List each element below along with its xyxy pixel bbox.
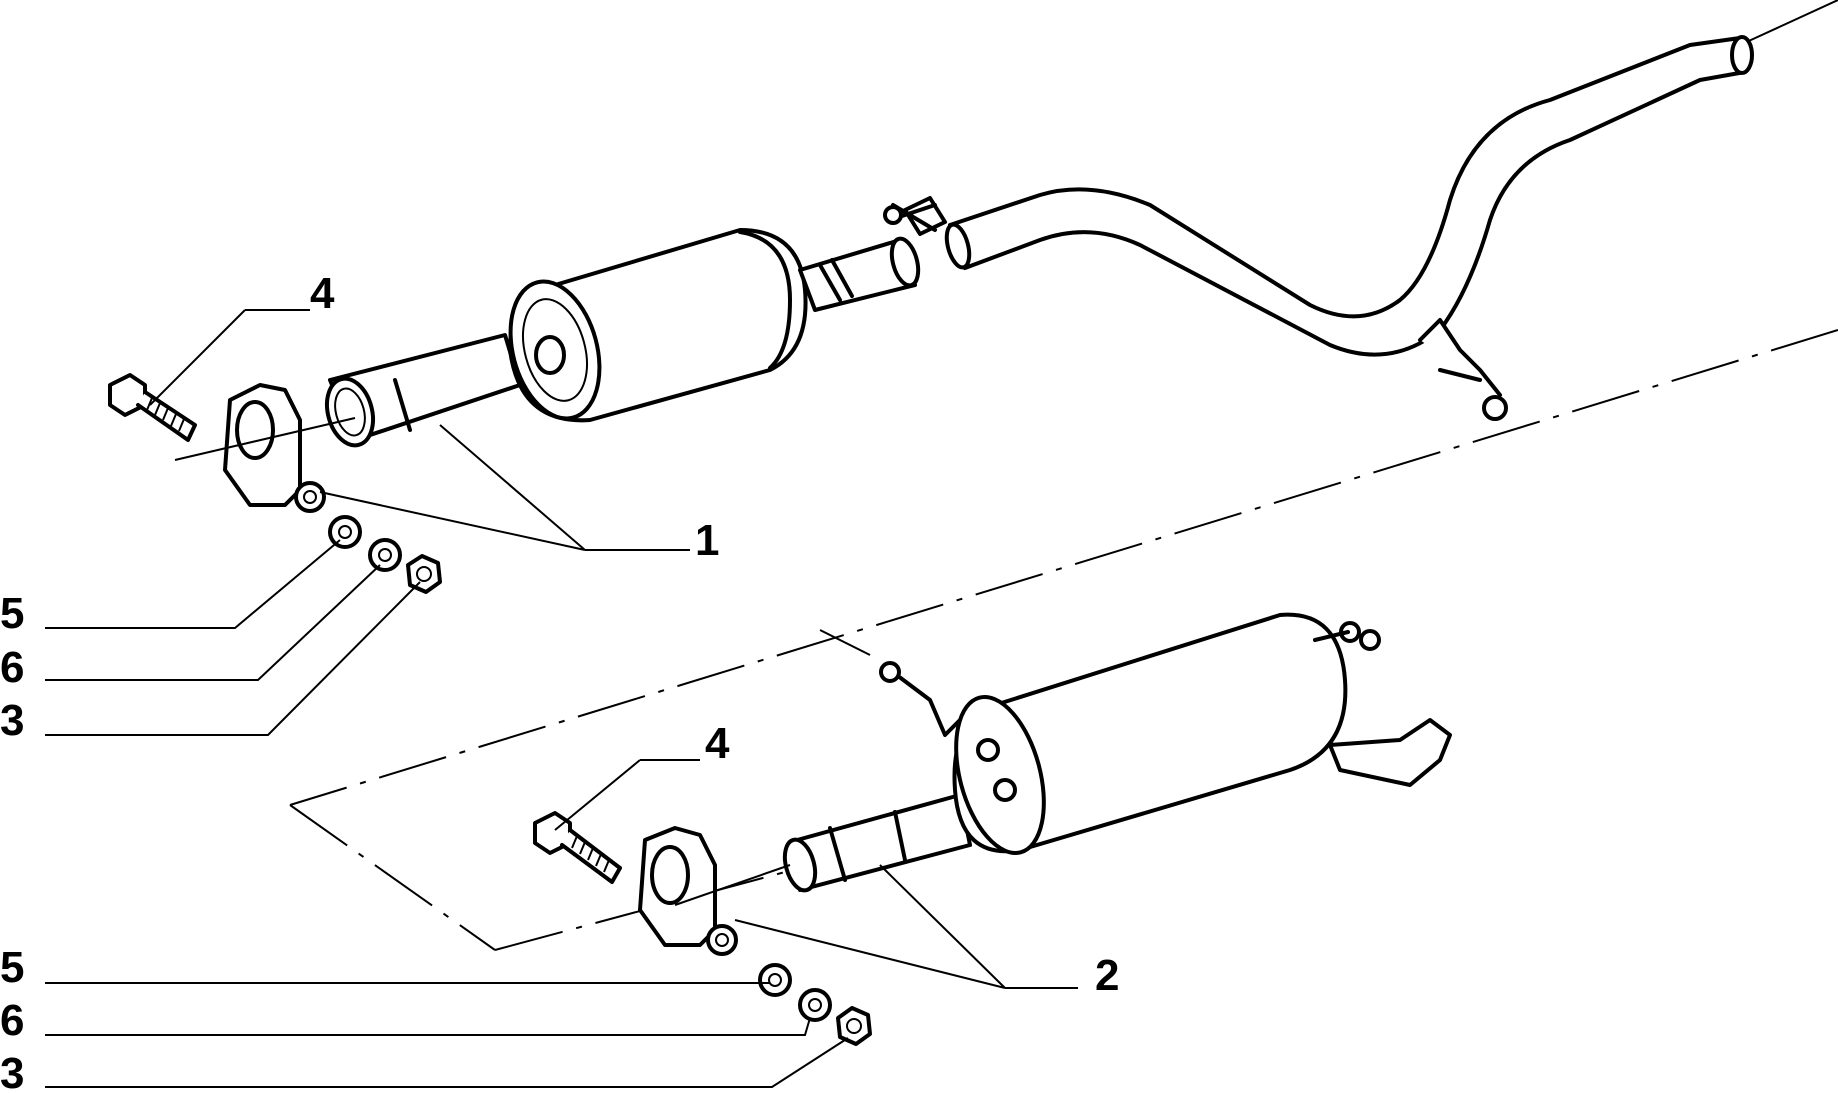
lower-clamp (638, 826, 738, 956)
callout-3-upper: 3 (0, 696, 24, 745)
leader-lines (45, 309, 1078, 1088)
callout-6-lower: 6 (0, 996, 24, 1045)
callout-3-lower: 3 (0, 1049, 24, 1093)
callout-1: 1 (695, 516, 719, 565)
callout-2: 2 (1095, 951, 1119, 1000)
callout-5-lower: 5 (0, 943, 24, 992)
callout-numbers: 4 1 5 6 3 4 2 5 6 3 (0, 269, 1119, 1093)
upper-clamp (223, 383, 326, 513)
front-pipe-assembly (324, 228, 921, 448)
callout-6-upper: 6 (0, 643, 24, 692)
rear-silencer-assembly (782, 612, 1452, 893)
callout-4-lower: 4 (705, 719, 730, 768)
callout-5-upper: 5 (0, 589, 24, 638)
lower-bolt (533, 811, 622, 884)
upper-washers-nut (328, 515, 442, 594)
callout-4-upper: 4 (310, 269, 335, 318)
upper-bolt (108, 373, 197, 442)
lower-washers-nut (758, 963, 872, 1046)
intermediate-pipe (883, 35, 1754, 421)
